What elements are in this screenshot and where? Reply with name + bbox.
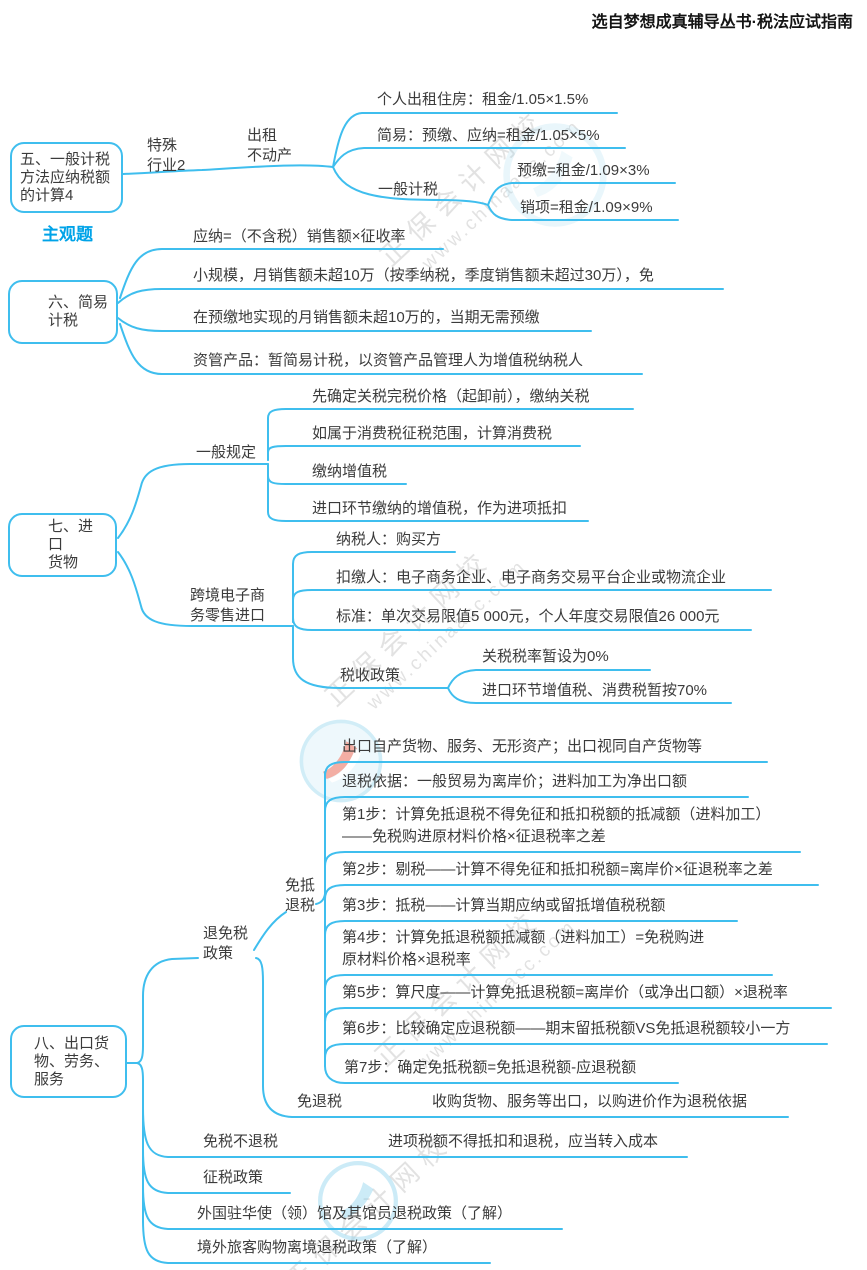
connector xyxy=(255,957,789,1118)
page-title: 选自梦想成真辅导丛书·税法应试指南 xyxy=(591,14,853,31)
row-sec7-limits: 标准：单次交易限值5 000元，个人年度交易限值26 000元 xyxy=(336,608,720,625)
connector xyxy=(324,920,738,936)
row-sec8-step3: 第3步：抵税——计算当期应纳或留抵增值税税额 xyxy=(342,897,666,914)
row-sec8-overseas-traveler: 境外旅客购物离境退税政策（了解） xyxy=(197,1239,438,1256)
connector xyxy=(324,974,773,990)
connector xyxy=(487,182,676,206)
row-sec7-withholder: 扣缴人：电子商务企业、电子商务交易平台企业或物流企业 xyxy=(336,569,727,586)
connector xyxy=(292,625,449,689)
row-sec7-consumption-tax: 如属于消费税征税范围，计算消费税 xyxy=(312,425,553,442)
row-simple-method: 简易：预缴、应纳=租金/1.05×5% xyxy=(377,127,600,144)
connector xyxy=(142,1107,688,1158)
branch-general-rules: 一般规定 xyxy=(196,444,257,461)
branch-rent-property: 出租 不动产 xyxy=(247,127,293,164)
row-sec8-step6: 第6步：比较确定应退税额——期末留抵税额VS免抵退税额较小一方 xyxy=(342,1020,791,1037)
row-general-output: 销项=租金/1.09×9% xyxy=(520,199,653,216)
connector xyxy=(315,893,326,905)
node-sec8-title: 八、出口货 物、劳务、 服务 xyxy=(34,1034,110,1088)
connector xyxy=(117,463,269,539)
connector xyxy=(117,288,724,304)
row-sec8-step5: 第5步：算尺度——计算免抵退税额=离岸价（或净出口额）×退税率 xyxy=(342,984,788,1001)
connector xyxy=(122,164,334,175)
connector xyxy=(324,884,819,900)
connector xyxy=(447,687,732,704)
row-sec8-refund-basis: 退税依据：一般贸易为离岸价；进料加工为净出口额 xyxy=(342,773,688,790)
connector xyxy=(324,1065,679,1084)
row-sec8-step1: 第1步：计算免抵退税不得免征和抵扣税额的抵减额（进料加工） ——免税购进原材料价… xyxy=(342,806,771,845)
row-sec8-diplomat-refund: 外国驻华使（领）馆及其馆员退税政策（了解） xyxy=(197,1205,513,1222)
row-personal-rent: 个人出租住房：租金/1.05×1.5% xyxy=(377,91,589,108)
row-sec6-formula: 应纳=（不含税）销售额×征收率 xyxy=(193,228,406,245)
connector xyxy=(117,551,294,627)
connector xyxy=(119,248,444,299)
row-sec7-customs-price: 先确定关税完税价格（起卸前），缴纳关税 xyxy=(312,388,590,405)
node-sec5-title: 五、一般计税 方法应纳税额 的计算4 xyxy=(20,150,111,204)
row-sec7-tariff-zero: 关税税率暂设为0% xyxy=(482,648,609,665)
row-sec7-input-deduction: 进口环节缴纳的增值税，作为进项抵扣 xyxy=(312,500,568,517)
connector xyxy=(324,1043,828,1059)
row-sec8-step2: 第2步：剔税——计算不得免征和抵扣税额=离岸价×征退税率之差 xyxy=(342,861,773,878)
row-sec7-seventy-percent: 进口环节增值税、消费税暂按70% xyxy=(482,682,708,699)
node-sec8-export: 八、出口货 物、劳务、 服务 xyxy=(10,1025,127,1098)
branch-exempt-credit-refund: 免抵 退税 xyxy=(285,877,316,914)
connector xyxy=(136,957,199,1064)
node-sec7-title: 七、进口 货物 xyxy=(48,518,94,571)
connector xyxy=(267,475,589,522)
connector xyxy=(332,166,489,206)
connector xyxy=(267,408,634,461)
connector xyxy=(332,147,626,168)
row-sec8-purchased-goods: 收购货物、服务等出口，以购进价作为退税依据 xyxy=(432,1093,748,1110)
connector xyxy=(447,669,651,689)
branch-general-tax: 一般计税 xyxy=(378,181,439,198)
row-sec8-step4: 第4步：计算免抵退税额抵减额（进料加工）=免税购进 原材料价格×退税率 xyxy=(342,929,705,968)
row-sec8-input-to-cost: 进项税额不得抵扣和退税，应当转入成本 xyxy=(388,1133,659,1150)
row-sec6-asset-products: 资管产品：暂简易计税，以资管产品管理人为增值税纳税人 xyxy=(193,352,584,369)
row-sec6-prepay-place: 在预缴地实现的月销售额未超10万的，当期无需预缴 xyxy=(193,309,540,326)
branch-refund-policy: 退免税 政策 xyxy=(203,925,249,962)
node-sec6-title: 六、简易 计税 xyxy=(48,294,109,329)
branch-exempt-no-refund: 免税不退税 xyxy=(203,1133,279,1150)
connector xyxy=(292,551,456,623)
connector xyxy=(292,617,752,631)
branch-special-industry: 特殊 行业2 xyxy=(147,137,186,174)
connector xyxy=(119,323,643,375)
branch-exempt-refund: 免退税 xyxy=(297,1093,343,1110)
branch-taxation-policy: 征税政策 xyxy=(203,1169,264,1186)
connector xyxy=(142,1185,563,1230)
connector xyxy=(253,911,287,951)
node-sec6-simple-tax: 六、简易 计税 xyxy=(8,280,118,344)
row-general-prepay: 预缴=租金/1.09×3% xyxy=(517,162,650,179)
branch-tax-policy: 税收政策 xyxy=(340,667,401,684)
connector xyxy=(267,445,581,461)
row-sec8-step7: 第7步：确定免抵税额=免抵退税额-应退税额 xyxy=(344,1059,637,1076)
node-sec7-import-goods: 七、进口 货物 xyxy=(8,513,117,577)
connector xyxy=(332,112,618,168)
subjective-question-note: 主观题 xyxy=(42,225,93,244)
branch-cross-border-ecommerce: 跨境电子商 务零售进口 xyxy=(190,587,266,624)
node-sec5-general-method: 五、一般计税 方法应纳税额 的计算4 xyxy=(10,142,123,213)
connector xyxy=(117,317,592,332)
connector xyxy=(324,851,801,867)
row-sec7-pay-vat: 缴纳增值税 xyxy=(312,463,388,480)
connector xyxy=(487,204,679,221)
row-sec7-taxpayer: 纳税人：购买方 xyxy=(336,531,442,548)
row-sec6-small-scale: 小规模，月销售额未超10万（按季纳税，季度销售额未超过30万），免 xyxy=(193,267,654,284)
connector xyxy=(324,1007,832,1023)
connector xyxy=(136,1062,144,1223)
row-sec8-scope: 出口自产货物、服务、无形资产；出口视同自产货物等 xyxy=(342,738,703,755)
connector xyxy=(142,1149,291,1194)
connector xyxy=(292,589,772,623)
connector xyxy=(142,1219,491,1264)
